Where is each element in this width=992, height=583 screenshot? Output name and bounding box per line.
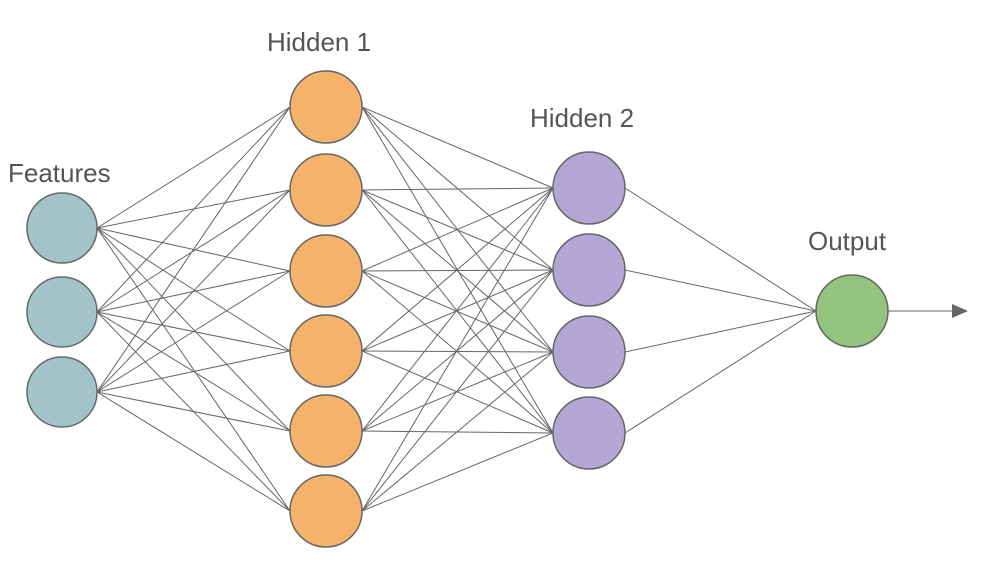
output-arrowhead-icon — [952, 304, 968, 318]
hidden2-node — [552, 151, 626, 225]
connection-edge — [361, 187, 554, 352]
nodes-group — [26, 70, 889, 548]
hidden1-node — [289, 394, 363, 468]
features-node — [26, 356, 98, 428]
connection-edge — [361, 351, 554, 432]
arrow-group — [888, 304, 968, 318]
connection-edge — [361, 351, 554, 512]
connection-edge — [624, 187, 817, 312]
hidden2-label: Hidden 2 — [530, 103, 634, 133]
connection-edge — [361, 269, 554, 272]
connection-edge — [361, 269, 554, 432]
connection-edge — [96, 227, 291, 512]
connection-edge — [361, 106, 554, 189]
connection-edge — [96, 106, 291, 393]
connection-edge — [361, 350, 554, 353]
edges-group — [96, 106, 817, 512]
connection-edge — [361, 432, 554, 512]
features-label: Features — [8, 158, 111, 188]
labels-group: Features Hidden 1 Hidden 2 Output — [8, 27, 887, 256]
connection-edge — [96, 391, 291, 512]
connection-edge — [96, 350, 291, 393]
features-node — [26, 192, 98, 264]
connection-edge — [96, 391, 291, 432]
connection-edge — [624, 310, 817, 434]
connection-edge — [361, 187, 554, 432]
connection-edge — [96, 189, 291, 393]
output-node — [815, 274, 889, 348]
connection-edge — [361, 270, 554, 353]
connection-edge — [361, 187, 554, 191]
connection-edge — [361, 269, 554, 352]
hidden1-node — [289, 153, 363, 227]
connection-edge — [96, 227, 291, 352]
hidden2-node — [552, 315, 626, 389]
hidden2-node — [552, 233, 626, 307]
connection-edge — [361, 187, 554, 512]
connection-edge — [96, 106, 291, 229]
hidden1-node — [289, 70, 363, 144]
connection-edge — [96, 189, 291, 313]
features-node — [26, 276, 98, 348]
connection-edge — [96, 106, 291, 313]
hidden1-node — [289, 234, 363, 308]
hidden1-node — [289, 474, 363, 548]
hidden2-node — [552, 396, 626, 470]
connection-edge — [624, 269, 817, 312]
hidden1-node — [289, 314, 363, 388]
connection-edge — [96, 227, 291, 432]
output-label: Output — [808, 226, 887, 256]
hidden1-label: Hidden 1 — [267, 27, 371, 57]
connection-edge — [361, 269, 554, 512]
connection-edge — [361, 187, 554, 272]
connection-edge — [96, 270, 291, 393]
connection-edge — [624, 310, 817, 353]
